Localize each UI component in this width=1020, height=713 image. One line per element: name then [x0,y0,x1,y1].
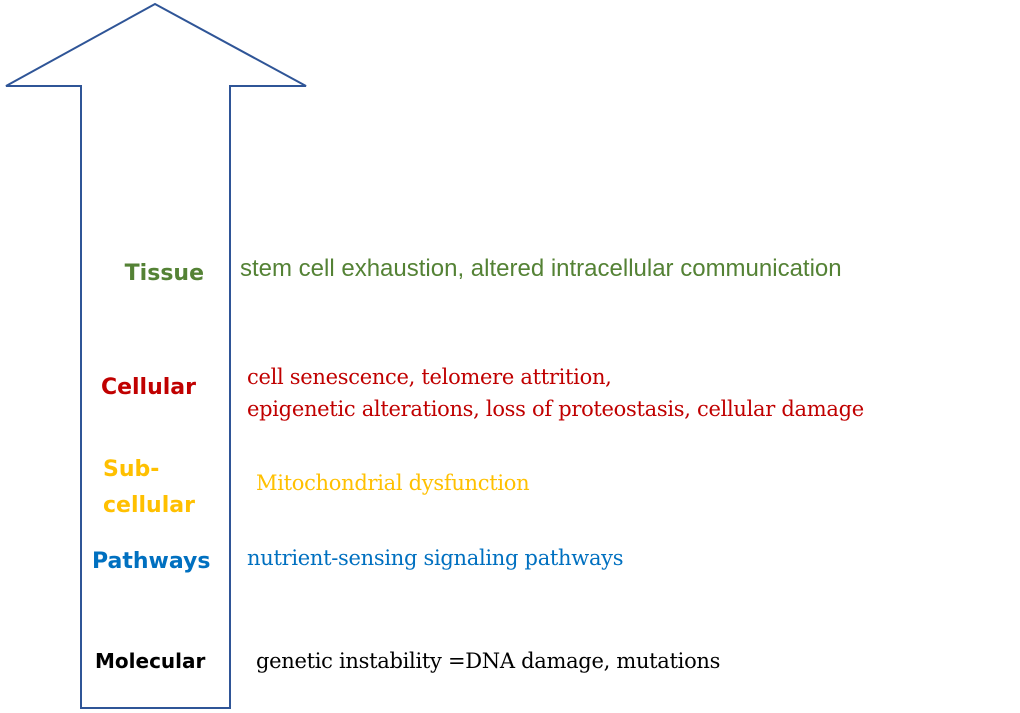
level-label-subcellular-line2: cellular [103,493,195,518]
level-description-tissue: stem cell exhaustion, altered intracellu… [240,255,842,282]
level-description-pathways: nutrient-sensing signaling pathways [247,546,624,570]
level-description-subcellular: Mitochondrial dysfunction [256,471,530,495]
arrow-outline [5,2,307,709]
level-label-tissue: Tissue [124,261,204,286]
level-description-cellular-line1: cell senescence, telomere attrition, [247,365,612,389]
level-label-subcellular-line1: Sub- [103,457,160,482]
level-description-molecular: genetic instability =DNA damage, mutatio… [256,649,721,673]
level-label-cellular: Cellular [100,375,196,400]
level-label-pathways: Pathways [92,549,211,574]
level-description-cellular-line2: epigenetic alterations, loss of proteost… [247,397,864,421]
level-label-molecular: Molecular [95,649,206,673]
